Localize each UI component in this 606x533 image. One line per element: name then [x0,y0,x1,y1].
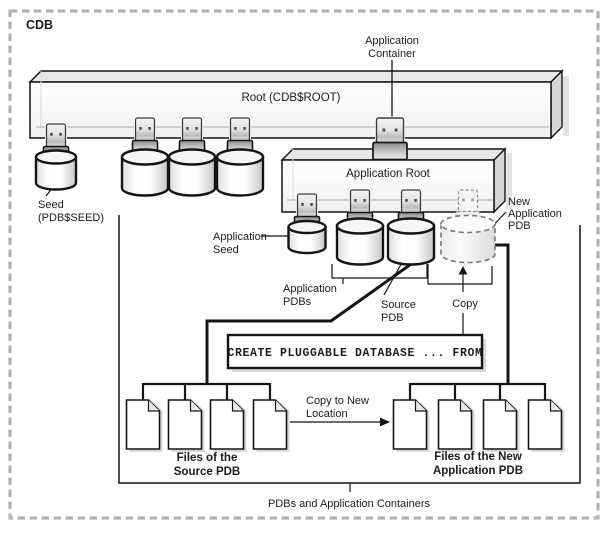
root-box-label: Root (CDB$ROOT) [241,92,340,104]
svg-text:PDBs: PDBs [283,296,312,308]
seed-label: Seed [38,199,64,211]
source-pdb-label: Source [381,299,416,311]
svg-text:Seed: Seed [213,244,239,256]
source-pdb [386,187,436,266]
pdb-cylinder-icon [335,217,385,235]
copy-to-new-location-label: Copy to New [306,395,369,407]
application-seed-label: Application [213,231,267,243]
copy-location-arrowhead [380,417,390,427]
source-files-link [205,255,422,384]
root-container-box: Root (CDB$ROOT) [28,69,569,140]
pdb-cylinder-icon [386,217,436,235]
pdbs-and-app-containers-box [118,215,581,492]
sql-statement-box: CREATE PLUGGABLE DATABASE ... FROM [226,333,486,372]
pdb-3 [215,115,265,197]
application-container-label: Application [365,35,419,47]
svg-text:Source PDB: Source PDB [174,466,240,478]
file-icon [274,400,287,412]
svg-text:Container: Container [368,48,416,60]
footer-label: PDBs and Application Containers [268,498,431,510]
pdb-2 [167,115,217,197]
file-icon [231,400,244,412]
sql-statement-text: CREATE PLUGGABLE DATABASE ... FROM [227,347,482,360]
file-icon [189,400,202,412]
pdb-cylinder-icon [167,148,217,166]
cdb-dashed-boundary [8,9,600,520]
new-application-pdb [440,189,496,264]
application-pdb-1 [335,187,385,266]
svg-text:Location: Location [306,408,348,420]
svg-text:PDB: PDB [508,220,531,232]
files-source-label: Files of the [177,452,238,464]
copy-bracket [427,264,493,285]
application-container-plug-icon [372,115,408,161]
svg-text:Application PDB: Application PDB [433,465,523,477]
application-root-label: Application Root [346,168,431,180]
pdb-cylinder-icon [120,148,170,166]
pdb-1 [120,115,170,197]
copy-arrowhead-up [458,266,468,275]
source-pdb-files [125,399,290,452]
cdb-label: CDB [26,18,53,32]
file-icon [147,400,160,412]
new-files-link [493,243,510,384]
pdb-cylinder-icon [287,219,327,235]
file-icon [549,400,562,412]
file-icon [459,400,472,412]
svg-text:Application: Application [508,208,562,220]
pdb-cylinder-icon [215,148,265,166]
file-icon [414,400,427,412]
source-files-tree [141,382,272,400]
plug-icon [178,115,206,154]
application-pdbs-label: Application [283,283,337,295]
new-files-tree [408,382,547,400]
plug-icon [131,115,159,154]
file-icon [504,400,517,412]
pdb-cylinder-icon [34,149,78,165]
copy-label: Copy [452,298,478,310]
svg-text:PDB: PDB [381,312,404,324]
seed-pdb [34,121,78,191]
pdb-cylinder-dashed-icon [440,214,496,234]
plug-icon [226,115,254,154]
application-pdbs-bracket [331,264,428,279]
new-pdb-files [392,399,565,452]
application-seed-pdb [287,191,327,255]
files-new-label: Files of the New [434,451,522,463]
svg-text:(PDB$SEED): (PDB$SEED) [38,212,104,224]
new-application-pdb-label: New [508,196,530,208]
